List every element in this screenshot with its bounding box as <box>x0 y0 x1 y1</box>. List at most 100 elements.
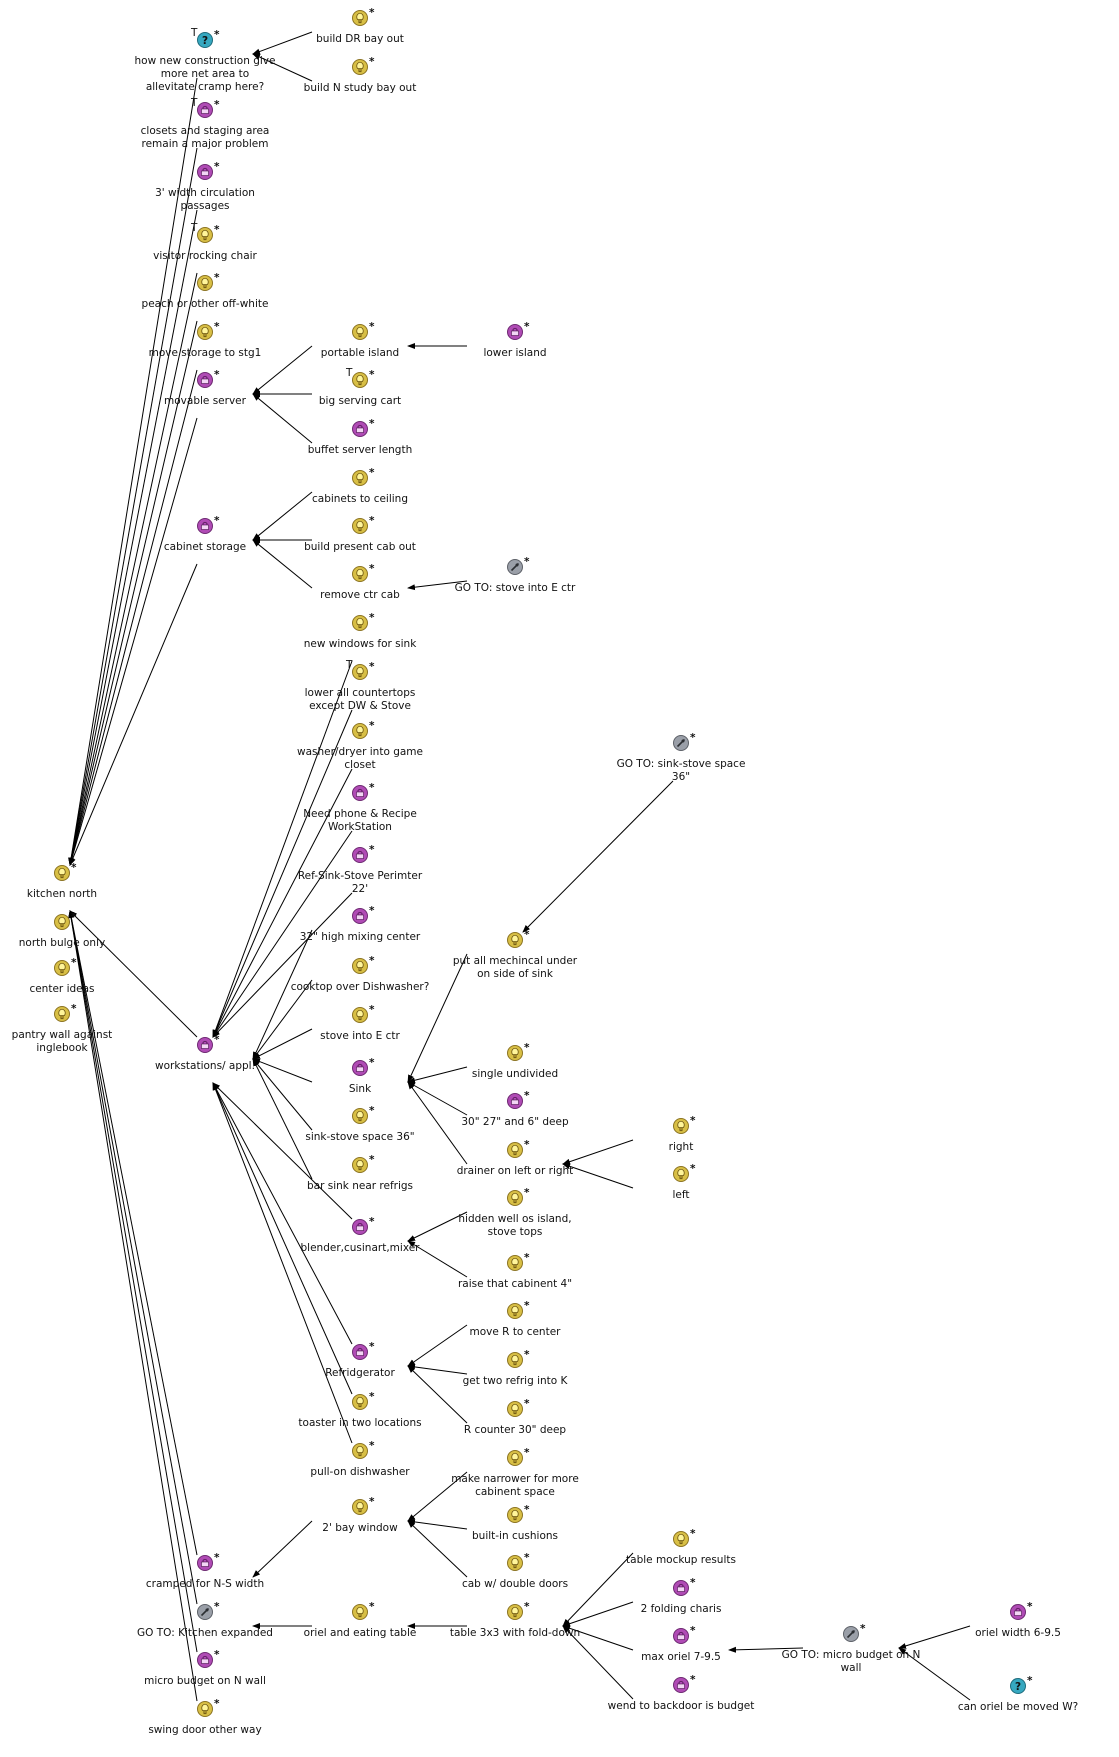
node-label: new windows for sink <box>304 638 418 650</box>
star-icon: * <box>369 1601 375 1613</box>
link-arrow <box>562 1625 634 1651</box>
map-node[interactable]: *portable island <box>321 321 399 359</box>
map-node[interactable]: * table mockup results <box>626 1528 736 1566</box>
star-icon: * <box>1027 1601 1033 1613</box>
map-node[interactable]: *pull-on dishwasher <box>310 1440 410 1478</box>
map-node[interactable]: *cab w/ double doors <box>462 1552 568 1590</box>
map-node[interactable]: *toaster in two locations <box>298 1391 421 1429</box>
map-node[interactable]: *right <box>669 1115 696 1153</box>
star-icon: * <box>369 1057 375 1069</box>
map-node[interactable]: *swing door other way <box>148 1698 261 1736</box>
map-node[interactable]: *GO TO: Kitchen expanded <box>137 1601 273 1639</box>
map-node[interactable]: *30" 27" and 6" deep <box>461 1090 569 1128</box>
map-node[interactable]: *build N study bay out <box>304 56 417 94</box>
map-node[interactable]: *bar sink near refrigs <box>307 1154 413 1192</box>
map-node[interactable]: *build present cab out <box>304 515 416 553</box>
map-node[interactable]: *GO TO: stove into E ctr <box>455 556 576 594</box>
node-label: right <box>669 1141 694 1153</box>
map-node[interactable]: *lower island <box>483 321 546 359</box>
map-node[interactable]: ?*can oriel be moved W? <box>958 1675 1078 1713</box>
link-arrow <box>898 1625 971 1649</box>
map-node[interactable]: *table 3x3 with fold-down <box>450 1601 580 1639</box>
map-node[interactable]: *wend to backdoor is budget <box>608 1674 755 1712</box>
node-label: stove into E ctr <box>320 1030 400 1042</box>
map-node[interactable]: *new windows for sink <box>304 612 418 650</box>
map-node[interactable]: *peach or other off-white <box>142 272 269 310</box>
map-node[interactable]: *hidden well os island,stove tops <box>458 1187 571 1238</box>
map-node[interactable]: *north bulge only <box>19 911 105 949</box>
star-icon: * <box>214 99 220 111</box>
map-node[interactable]: *workstations/ appl. <box>155 1034 255 1072</box>
map-node[interactable]: *2 folding charis <box>641 1577 722 1615</box>
star-icon: * <box>690 1163 696 1175</box>
map-node[interactable]: *drainer on left or right <box>457 1139 574 1177</box>
map-node[interactable]: *Refridgerator <box>325 1341 395 1379</box>
idea-icon <box>197 324 213 340</box>
star-icon: * <box>369 1216 375 1228</box>
map-node[interactable]: *cabinet storage <box>164 515 246 553</box>
star-icon: * <box>690 1528 696 1540</box>
star-icon: * <box>524 1252 530 1264</box>
star-icon: * <box>214 1649 220 1661</box>
map-node[interactable]: *oriel and eating table <box>304 1601 417 1639</box>
node-label: build N study bay out <box>304 82 417 94</box>
link-arrow <box>407 1066 468 1084</box>
pro-icon <box>197 1037 213 1053</box>
map-node[interactable]: *oriel width 6-9.5 <box>975 1601 1061 1639</box>
map-node[interactable]: *left <box>672 1163 696 1201</box>
map-node[interactable]: *buffet server length <box>308 418 413 456</box>
star-icon: * <box>369 418 375 430</box>
pro-icon <box>673 1677 689 1693</box>
map-node[interactable]: *kitchen north <box>27 862 97 900</box>
link-arrow <box>407 1240 468 1278</box>
map-node[interactable]: *center ideas <box>29 957 94 995</box>
map-node[interactable]: *cramped for N-S width <box>146 1552 264 1590</box>
map-node[interactable]: *get two refrig into K <box>463 1349 569 1387</box>
question-icon: ? <box>197 32 213 48</box>
idea-icon <box>352 615 368 631</box>
map-node[interactable]: *raise that cabinent 4" <box>458 1252 572 1290</box>
idea-icon <box>507 1303 523 1319</box>
map-node[interactable]: *build DR bay out <box>316 7 404 45</box>
map-node[interactable]: *single undivided <box>472 1042 558 1080</box>
map-node[interactable]: *sink-stove space 36" <box>305 1105 414 1143</box>
node-label: make narrower for more <box>451 1473 579 1485</box>
map-node[interactable]: *micro budget on N wall <box>144 1649 266 1687</box>
map-node[interactable]: *2' bay window <box>322 1496 398 1534</box>
node-label: more net area to <box>161 68 249 80</box>
map-node[interactable]: *movable server <box>164 369 247 407</box>
map-node[interactable]: *stove into E ctr <box>320 1004 400 1042</box>
node-label: table mockup results <box>626 1554 736 1566</box>
map-node[interactable]: *move R to center <box>470 1300 562 1338</box>
map-node[interactable]: *Sink <box>349 1057 375 1095</box>
map-node[interactable]: *built-in cushions <box>472 1504 558 1542</box>
node-label: put all mechincal under <box>453 955 578 967</box>
map-node[interactable]: *remove ctr cab <box>320 563 400 601</box>
star-icon: * <box>214 321 220 333</box>
pro-icon <box>352 908 368 924</box>
map-node[interactable]: *blender,cusinart,mixer <box>301 1216 421 1254</box>
node-label: cabinent space <box>475 1486 555 1498</box>
map-node[interactable]: *32" high mixing center <box>300 905 421 943</box>
node-label: center ideas <box>29 983 94 995</box>
map-node[interactable]: *R counter 30" deep <box>464 1398 566 1436</box>
question-icon: ? <box>1010 1678 1026 1694</box>
map-node[interactable]: *max oriel 7-9.5 <box>641 1625 721 1663</box>
map-node[interactable]: *move storage to stg1 <box>149 321 262 359</box>
map-node[interactable]: *cooktop over Dishwasher? <box>291 955 430 993</box>
map-node[interactable]: *cabinets to ceiling <box>312 467 408 505</box>
